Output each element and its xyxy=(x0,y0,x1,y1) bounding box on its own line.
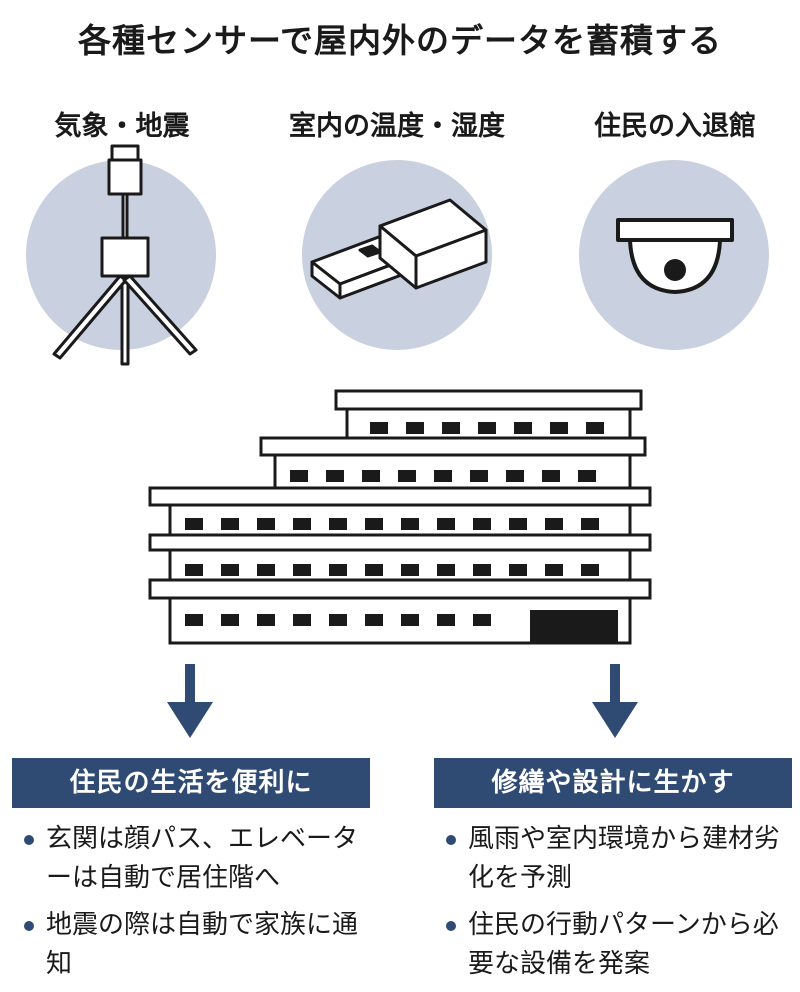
bullet-dot-icon xyxy=(24,835,34,845)
page-title: 各種センサーで屋内外のデータを蓄積する xyxy=(77,21,723,60)
outcome-heading-left: 住民の生活を便利に xyxy=(12,758,370,808)
security-camera-icon xyxy=(616,218,734,294)
list-item: 玄関は顔パス、エレベーターは自動で居住階へ xyxy=(18,820,358,898)
outcome-list-right: 風雨や室内環境から建材劣化を予測 住民の行動パターンから必要な設備を発案 xyxy=(440,820,780,992)
list-item: 住民の行動パターンから必要な設備を発案 xyxy=(440,906,780,984)
weather-station-icon xyxy=(52,144,198,366)
arrow-down-icon xyxy=(592,664,638,738)
apartment-building-icon xyxy=(148,389,652,645)
bullet-dot-icon xyxy=(446,835,456,845)
sensor-label-entry: 住民の入退館 xyxy=(594,111,756,142)
arrow-down-icon xyxy=(167,664,213,738)
sensor-label-indoor: 室内の温度・湿度 xyxy=(289,111,505,142)
usb-sensor-icon xyxy=(310,198,488,300)
list-item: 風雨や室内環境から建材劣化を予測 xyxy=(440,820,780,898)
list-item: 地震の際は自動で家族に通知 xyxy=(18,906,358,984)
sensor-label-weather: 気象・地震 xyxy=(54,111,190,142)
bullet-dot-icon xyxy=(24,921,34,931)
bullet-dot-icon xyxy=(446,921,456,931)
outcome-list-left: 玄関は顔パス、エレベーターは自動で居住階へ 地震の際は自動で家族に通知 xyxy=(18,820,358,992)
outcome-heading-right: 修繕や設計に生かす xyxy=(434,758,792,808)
